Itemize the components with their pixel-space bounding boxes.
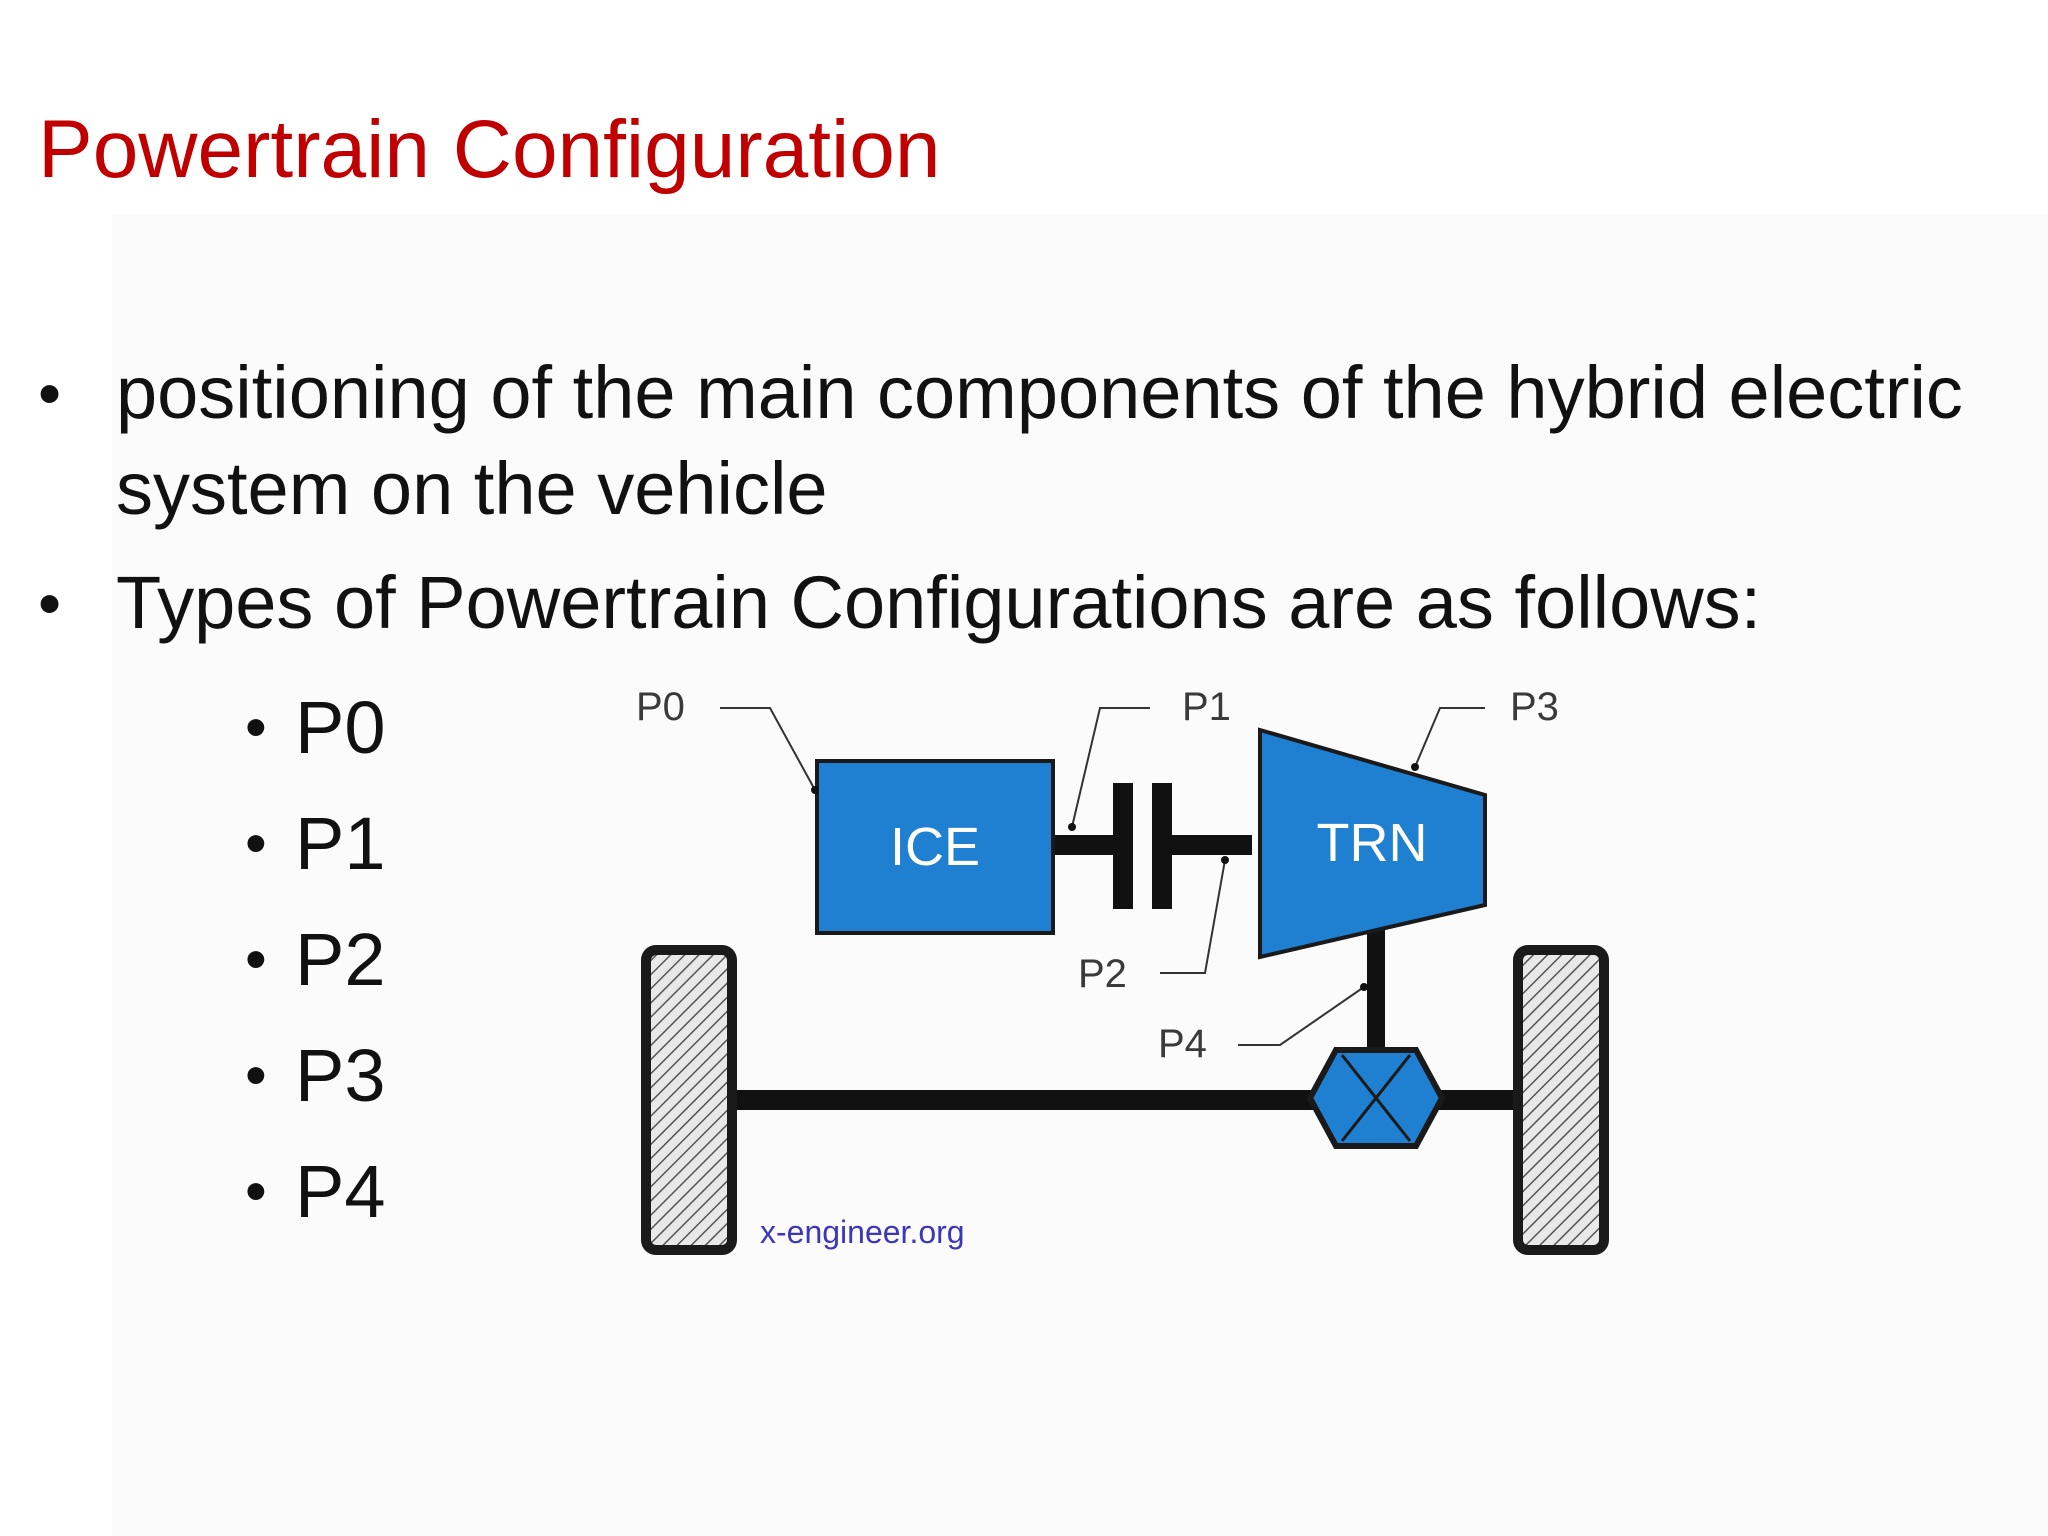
- sub-bullet-text: P4: [295, 1150, 386, 1233]
- sub-bullet-item: • P1: [245, 786, 386, 902]
- p1-leader: [1071, 707, 1150, 828]
- bullet-glyph: •: [245, 1157, 267, 1226]
- bullet-glyph: •: [38, 566, 62, 640]
- output-shaft: [1367, 925, 1385, 1065]
- slide-content-panel: [112, 215, 2048, 1536]
- sub-bullet-item: • P4: [245, 1134, 386, 1250]
- trn-label: TRN: [1317, 813, 1428, 873]
- label-p0: P0: [636, 685, 685, 729]
- slide-title: Powertrain Configuration: [38, 104, 941, 195]
- p2-leader-dot: [1221, 856, 1229, 864]
- engine-shaft: [1050, 835, 1115, 855]
- sub-bullet-item: • P2: [245, 902, 386, 1018]
- clutch-plate-left: [1113, 783, 1133, 909]
- sub-bullet-text: P1: [295, 802, 386, 885]
- p4-leader: [1238, 986, 1365, 1046]
- sub-bullet-text: P0: [295, 686, 386, 769]
- label-p1: P1: [1182, 685, 1231, 729]
- differential-cross-b: [1340, 1054, 1412, 1142]
- sub-bullet-item: • P3: [245, 1018, 386, 1134]
- bullet-item: • positioning of the main components of …: [38, 345, 2028, 537]
- clutch-plate-right: [1152, 783, 1172, 909]
- bullet-glyph: •: [245, 1041, 267, 1110]
- diagram-credit: x-engineer.org: [760, 1214, 965, 1250]
- ice-label: ICE: [890, 817, 980, 877]
- sub-bullet-text: P3: [295, 1034, 386, 1117]
- left-wheel: [641, 945, 737, 1255]
- bullet-text: Types of Powertrain Configurations are a…: [116, 561, 1762, 644]
- transmission-input-shaft: [1172, 835, 1252, 855]
- p0-leader-dot: [811, 786, 819, 794]
- bullet-item: • Types of Powertrain Configurations are…: [38, 555, 2028, 651]
- sub-bullet-text: P2: [295, 918, 386, 1001]
- p3-leader-dot: [1411, 763, 1419, 771]
- label-p3: P3: [1510, 685, 1559, 729]
- p1-leader-dot: [1068, 823, 1076, 831]
- label-p2: P2: [1078, 952, 1127, 996]
- sub-bullet-item: • P0: [245, 670, 386, 786]
- right-wheel: [1513, 945, 1609, 1255]
- axle-shaft: [730, 1090, 1590, 1110]
- ice-block: [815, 759, 1055, 935]
- label-p4: P4: [1158, 1022, 1207, 1066]
- bullet-text: positioning of the main components of th…: [116, 351, 1963, 530]
- bullet-glyph: •: [38, 356, 62, 430]
- powertrain-diagram: ICE TRN P0 P1 P3 P2 P4: [620, 665, 1740, 1285]
- p0-leader: [720, 707, 816, 791]
- trn-block: [1258, 727, 1487, 960]
- bullet-glyph: •: [245, 693, 267, 762]
- bullet-list: • positioning of the main components of …: [38, 345, 2028, 669]
- sub-bullet-list: • P0 • P1 • P2 • P3 • P4: [245, 670, 386, 1250]
- bullet-glyph: •: [245, 925, 267, 994]
- p3-leader: [1414, 707, 1485, 768]
- p2-leader: [1160, 859, 1226, 974]
- p4-leader-dot: [1360, 983, 1368, 991]
- bullet-glyph: •: [245, 809, 267, 878]
